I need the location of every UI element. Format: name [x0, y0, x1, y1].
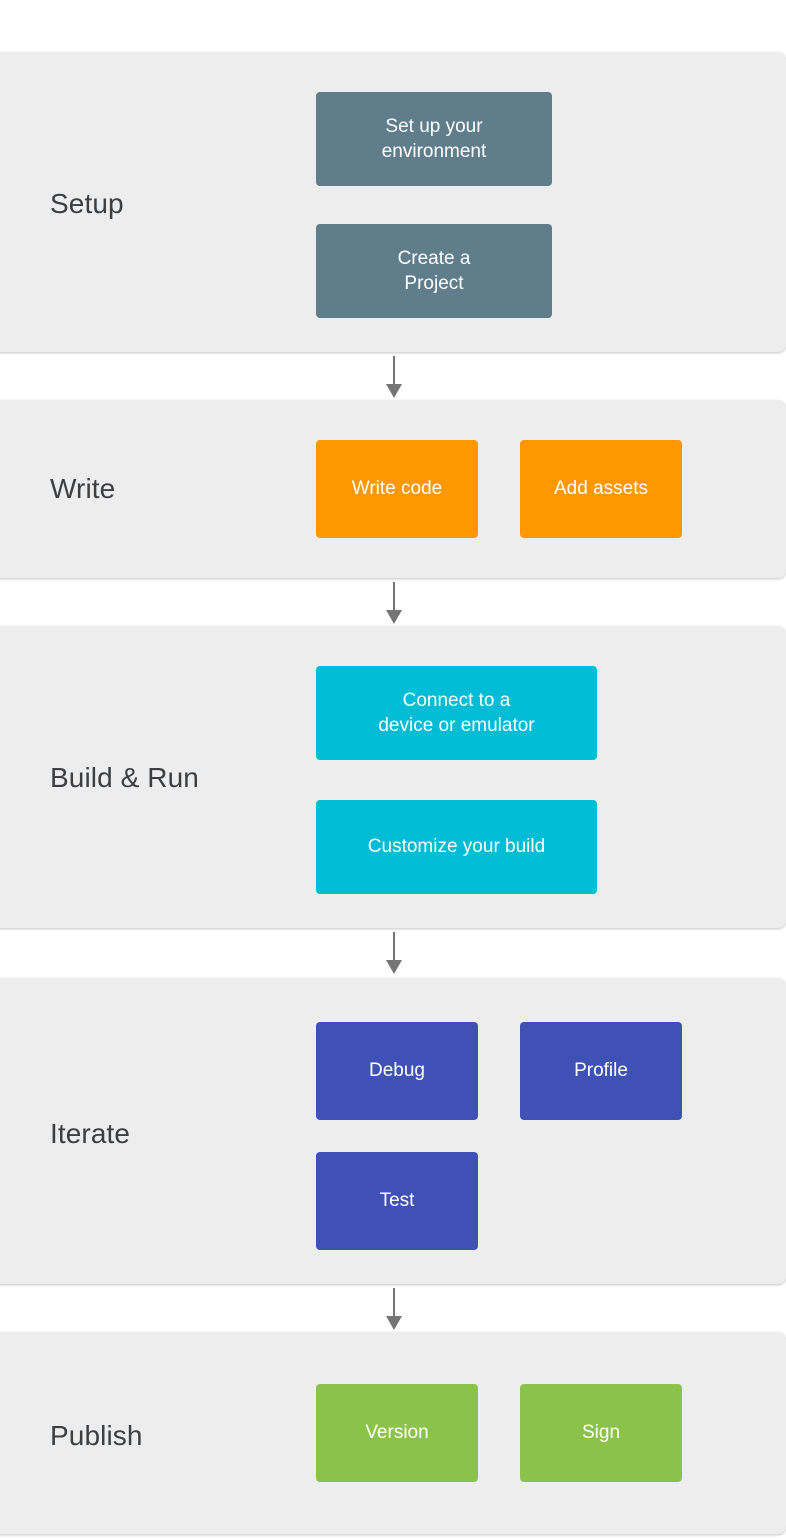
- task-box-debug[interactable]: Debug: [316, 1022, 478, 1120]
- stage-label-iterate: Iterate: [50, 1118, 131, 1149]
- connector-arrowhead: [386, 960, 402, 974]
- connector-arrow-build-run-to-iterate: [386, 932, 402, 974]
- connector-arrow-iterate-to-publish: [386, 1288, 402, 1330]
- task-box-profile[interactable]: Profile: [520, 1022, 682, 1120]
- connector-arrowhead: [386, 1316, 402, 1330]
- task-label: Set up your environment: [381, 115, 487, 162]
- stage-panel-setup: Setup Set up your environment Create a P…: [0, 52, 786, 352]
- task-label: Debug: [369, 1060, 425, 1082]
- task-label: Customize your build: [367, 836, 546, 858]
- stage-label-setup: Setup: [50, 188, 124, 219]
- stage-panel-build-run: Build & Run Connect to a device or emula…: [0, 626, 786, 928]
- task-label: Version: [365, 1422, 429, 1444]
- task-label: Test: [379, 1190, 415, 1212]
- task-box-set-up-your-environment[interactable]: Set up your environment: [316, 92, 552, 186]
- stage-panel-iterate: Iterate Debug Profile Test: [0, 978, 786, 1284]
- task-box-version[interactable]: Version: [316, 1384, 478, 1482]
- connector-arrow-setup-to-write: [386, 356, 402, 398]
- task-box-write-code[interactable]: Write code: [316, 440, 478, 538]
- stage-panel-write: Write Write code Add assets: [0, 400, 786, 578]
- task-box-customize-your-build[interactable]: Customize your build: [316, 800, 597, 894]
- connector-arrowhead: [386, 384, 402, 398]
- connector-shaft: [393, 932, 395, 960]
- stage-label-build-run: Build & Run: [50, 762, 199, 793]
- task-box-connect-to-a-device-or-emulator[interactable]: Connect to a device or emulator: [316, 666, 597, 760]
- task-box-create-a-project[interactable]: Create a Project: [316, 224, 552, 318]
- task-label: Write code: [351, 478, 443, 500]
- stage-label-publish: Publish: [50, 1420, 143, 1451]
- connector-arrowhead: [386, 610, 402, 624]
- task-label: Add assets: [554, 478, 648, 500]
- task-label: Connect to a device or emulator: [378, 689, 535, 736]
- task-label: Create a Project: [397, 247, 471, 294]
- task-box-test[interactable]: Test: [316, 1152, 478, 1250]
- task-label: Profile: [574, 1060, 628, 1082]
- connector-shaft: [393, 1288, 395, 1316]
- task-box-add-assets[interactable]: Add assets: [520, 440, 682, 538]
- connector-shaft: [393, 582, 395, 610]
- connector-arrow-write-to-build-run: [386, 582, 402, 624]
- task-box-sign[interactable]: Sign: [520, 1384, 682, 1482]
- stage-panel-publish: Publish Version Sign: [0, 1332, 786, 1534]
- task-label: Sign: [581, 1422, 621, 1444]
- stage-label-write: Write: [50, 473, 116, 504]
- connector-shaft: [393, 356, 395, 384]
